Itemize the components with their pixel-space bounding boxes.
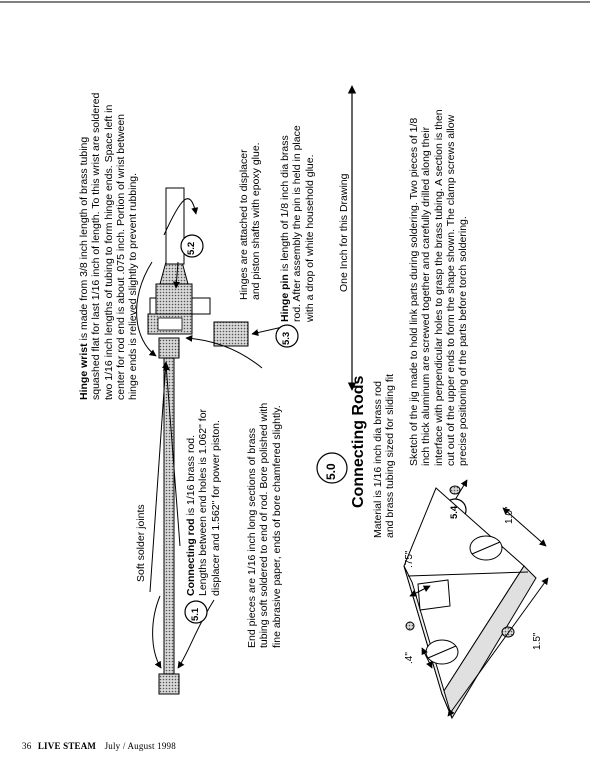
jig-dimension-arrows xyxy=(409,507,549,717)
leader-lines xyxy=(136,198,468,669)
callout-circle-5-3 xyxy=(275,324,299,348)
hinge-pin-bore xyxy=(157,317,183,331)
section-title: Connecting Rods xyxy=(350,375,367,508)
displacer-shaft xyxy=(165,187,185,265)
jig-split-line xyxy=(407,571,529,577)
callout-5-4: 5.4 xyxy=(449,505,460,519)
magazine-name: LIVE STEAM xyxy=(37,741,97,751)
page-footer: 36 LIVE STEAM July / August 1998 xyxy=(22,741,176,751)
dimension-1-5: 1.5" xyxy=(532,632,543,650)
page-number: 36 xyxy=(22,741,32,751)
callout-5-1: 5.1 xyxy=(190,607,201,621)
soft-solder-note: Soft solder joints xyxy=(135,504,147,582)
rod-end-piece-bottom xyxy=(158,673,180,695)
rod-end-piece-top xyxy=(158,337,180,359)
connecting-rod-note: Connecting rod is 1/16 brass rod. Length… xyxy=(185,408,222,596)
callout-circle-5-1 xyxy=(184,600,208,624)
connecting-rod-assembly xyxy=(147,187,249,695)
hinge-pin-note: Hinge pin is length of 1/8 inch dia bras… xyxy=(279,125,316,322)
jig-tube-hole-top xyxy=(449,485,461,495)
hinge-wrist-note: Hinge wrist is made from 3/8 inch length… xyxy=(78,92,140,400)
hinge-wrist-lead: Hinge wrist xyxy=(78,343,90,400)
hinge-wrist-neck xyxy=(159,261,189,285)
hinges-note: Hinges are attached to displacer and pis… xyxy=(238,142,263,300)
section-subtitle: Material is 1/16 inch dia brass rod and … xyxy=(372,373,397,538)
title-circle-5-0 xyxy=(316,452,348,484)
soldering-jig xyxy=(403,485,537,720)
end-pieces-note: End pieces are 1/16 inch long sections o… xyxy=(246,402,283,648)
dimension-1-0: 1.0" xyxy=(504,506,515,524)
callout-circle-5-2 xyxy=(180,234,204,258)
one-inch-scale-label: One Inch for this Drawing xyxy=(338,173,350,292)
jig-description: Sketch of the jig made to hold link part… xyxy=(408,109,470,466)
title-number: 5.0 xyxy=(324,463,338,480)
jig-tube-hole-front xyxy=(501,626,515,638)
dimension-0-75: .75" xyxy=(404,550,415,568)
hinge-wrist-body xyxy=(155,283,193,315)
hinge-block xyxy=(213,321,249,347)
issue-date: July / August 1998 xyxy=(104,741,176,751)
jig-cutout xyxy=(417,579,451,611)
callout-5-3: 5.3 xyxy=(281,331,292,345)
dimension-0-4: .4" xyxy=(404,652,415,664)
jig-tube-hole-side xyxy=(405,621,415,631)
callout-5-2: 5.2 xyxy=(186,241,197,255)
